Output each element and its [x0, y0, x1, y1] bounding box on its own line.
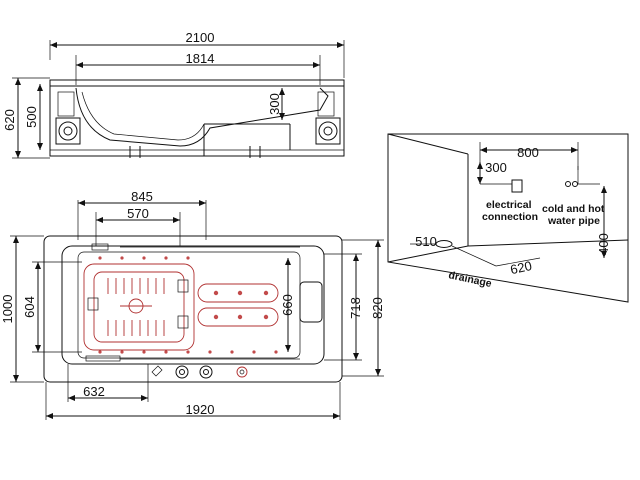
dim-718: 718: [348, 297, 363, 319]
dim-620-install: 620: [509, 258, 533, 277]
dim-632: 632: [83, 384, 105, 399]
dim-1814: 1814: [186, 51, 215, 66]
dim-620: 620: [2, 109, 17, 131]
dim-570: 570: [127, 206, 149, 221]
side-view: 2100 1814 620 500 300: [2, 30, 345, 159]
dim-604: 604: [22, 296, 37, 318]
slot-grille-lower: [107, 320, 165, 336]
label-water-1: cold and hot: [542, 203, 605, 215]
label-electrical-1: electrical: [486, 199, 532, 211]
side-jets: [98, 256, 278, 354]
dim-820: 820: [370, 297, 385, 319]
slot-grille-upper: [107, 278, 165, 294]
dim-845: 845: [131, 189, 153, 204]
top-view: 845 570 1000 604: [0, 189, 385, 420]
floor-jets: [197, 283, 279, 327]
dim-300-side: 300: [267, 93, 282, 115]
dim-500: 500: [24, 106, 39, 128]
electrical-socket: [511, 179, 523, 193]
label-electrical-2: connection: [482, 211, 538, 223]
pump-left: [55, 91, 81, 145]
dim-800: 800: [517, 145, 539, 160]
dim-660: 660: [280, 294, 295, 316]
label-water-2: water pipe: [547, 215, 600, 227]
seat-area: [83, 263, 195, 351]
drain-hole: [435, 240, 453, 248]
dim-510: 510: [415, 234, 437, 249]
dim-300-install: 300: [485, 160, 507, 175]
dim-1000: 1000: [0, 295, 15, 324]
installation-view: 800 300 electrical connection cold and h…: [387, 133, 629, 303]
label-drainage: drainage: [447, 269, 492, 290]
pump-right: [315, 91, 341, 145]
dim-1920: 1920: [186, 402, 215, 417]
dim-2100: 2100: [186, 30, 215, 45]
dim-400: 400: [596, 233, 611, 255]
rim-controls: [151, 365, 248, 379]
water-pipe: [565, 166, 600, 187]
